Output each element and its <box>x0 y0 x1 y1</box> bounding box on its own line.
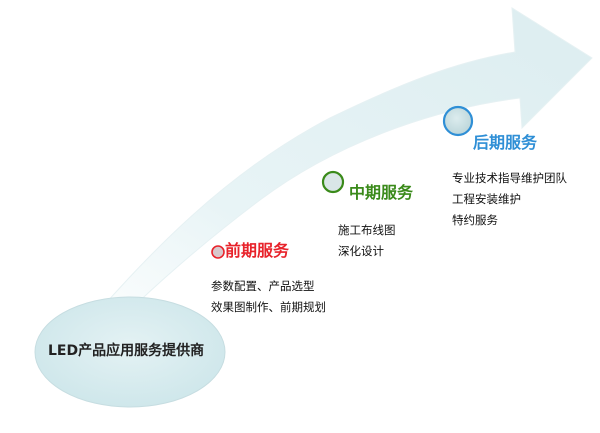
growth-arrow-shape <box>71 7 593 343</box>
middle-stage-item: 深化设计 <box>338 244 384 258</box>
provider-label: LED产品应用服务提供商 <box>48 343 205 359</box>
early-stage-item: 参数配置、产品选型 <box>211 279 315 293</box>
late-stage-item: 工程安装维护 <box>452 192 521 206</box>
early-stage-marker <box>211 245 225 259</box>
early-stage-title: 前期服务 <box>225 241 290 260</box>
middle-stage-item: 施工布线图 <box>338 223 396 237</box>
late-stage-marker <box>442 105 474 137</box>
middle-stage-items: 施工布线图 深化设计 <box>338 220 396 262</box>
late-stage-items: 专业技术指导维护团队 工程安装维护 特约服务 <box>452 168 567 231</box>
provider-ellipse <box>34 296 226 408</box>
late-stage-item: 专业技术指导维护团队 <box>452 171 567 185</box>
late-stage-item: 特约服务 <box>452 213 498 227</box>
late-stage-title: 后期服务 <box>473 133 538 152</box>
early-stage-items: 参数配置、产品选型 效果图制作、前期规划 <box>211 276 326 318</box>
early-stage-item: 效果图制作、前期规划 <box>211 300 326 314</box>
middle-stage-marker <box>321 170 345 194</box>
middle-stage-title: 中期服务 <box>349 183 414 202</box>
